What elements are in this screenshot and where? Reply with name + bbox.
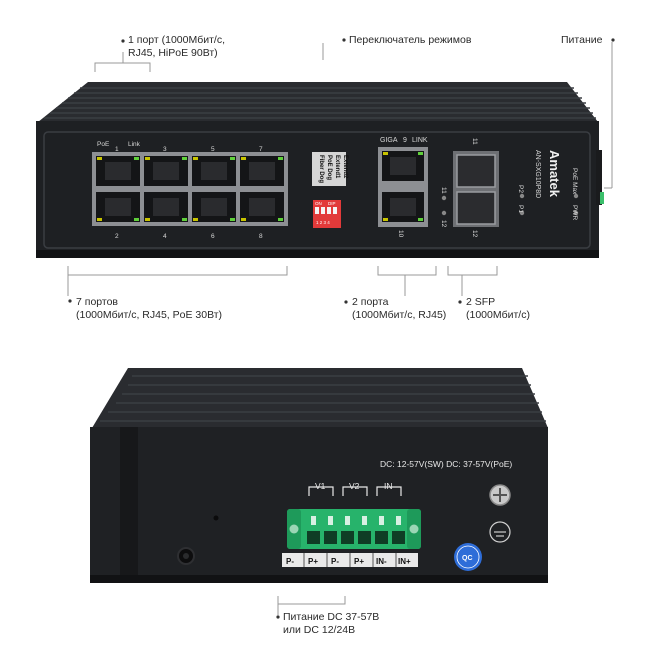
- led-label-p1: P1: [517, 205, 524, 213]
- model-label: AN-SXG10P8D: [534, 150, 541, 198]
- terminal-label-3: P-: [331, 557, 339, 566]
- callout-mode-switch: Переключатель режимов: [349, 34, 472, 46]
- callout-port-hipoe: 1 порт (1000Мбит/с, RJ45, HiPoE 90Вт): [128, 34, 225, 59]
- callout-power-dc: Питание DC 37-57В или DC 12/24В: [283, 611, 380, 636]
- qc-sticker-label: QC: [462, 555, 473, 562]
- terminal-label-6: IN+: [398, 557, 411, 566]
- terminal-label-1: P-: [286, 557, 294, 566]
- callout-2-ports: 2 порта (1000Мбит/с, RJ45): [352, 296, 447, 321]
- dip-brand-label: DIP: [328, 201, 336, 206]
- terminal-label-2: P+: [308, 557, 318, 566]
- sfp-port-12: 12: [471, 230, 478, 238]
- port-number-2: 2: [115, 233, 119, 240]
- port-number-3: 3: [163, 146, 167, 153]
- port-number-8: 8: [259, 233, 263, 240]
- terminal-label-5: IN-: [376, 557, 387, 566]
- dip-numbers: 1 2 3 4: [316, 220, 330, 225]
- dip-on-label: ON: [315, 201, 322, 206]
- link-label: Link: [128, 141, 141, 148]
- group-label-v1: V1: [315, 481, 326, 491]
- sfp-led-11: 11: [440, 187, 447, 194]
- dip-label-poe-dog: PoE Dog: [326, 155, 332, 180]
- poe-label: PoE: [97, 141, 110, 148]
- back-device: [90, 368, 548, 583]
- led-label-poe-max: PoE Max: [571, 168, 578, 195]
- terminal-label-4: P+: [354, 557, 364, 566]
- front-device: [36, 82, 604, 258]
- dip-label-extend2: Extend2: [342, 155, 348, 179]
- giga-link-label: LINK: [412, 137, 428, 144]
- giga-port-10: 10: [397, 230, 404, 238]
- callout-7-ports: 7 портов (1000Мбит/с, RJ45, PoE 30Вт): [76, 296, 223, 321]
- giga-label: GIGA: [380, 137, 398, 144]
- brand-logo: Amatek: [547, 150, 562, 198]
- port-number-7: 7: [259, 146, 263, 153]
- dc-voltage-label: DC: 12-57V(SW) DC: 37-57V(PoE): [380, 459, 512, 469]
- led-label-p2: P2: [517, 185, 524, 193]
- dip-label-extend1: Extend1: [334, 155, 340, 179]
- callout-dots: [68, 38, 615, 619]
- sfp-led-12: 12: [440, 220, 447, 228]
- sfp-port-11: 11: [471, 138, 478, 145]
- group-label-v2: V2: [349, 481, 360, 491]
- callout-power: Питание: [561, 34, 603, 46]
- callout-lines: [67, 42, 613, 615]
- port-number-1: 1: [115, 146, 119, 153]
- port-number-5: 5: [211, 146, 215, 153]
- dip-label-fiber-dog: Fiber Dog: [318, 155, 324, 183]
- group-label-in: IN: [384, 481, 393, 491]
- port-number-6: 6: [211, 233, 215, 240]
- led-label-pwr: PWR: [571, 205, 578, 220]
- giga-port-9: 9: [403, 137, 407, 144]
- callout-2-sfp: 2 SFP (1000Мбит/с): [466, 296, 530, 321]
- port-number-4: 4: [163, 233, 167, 240]
